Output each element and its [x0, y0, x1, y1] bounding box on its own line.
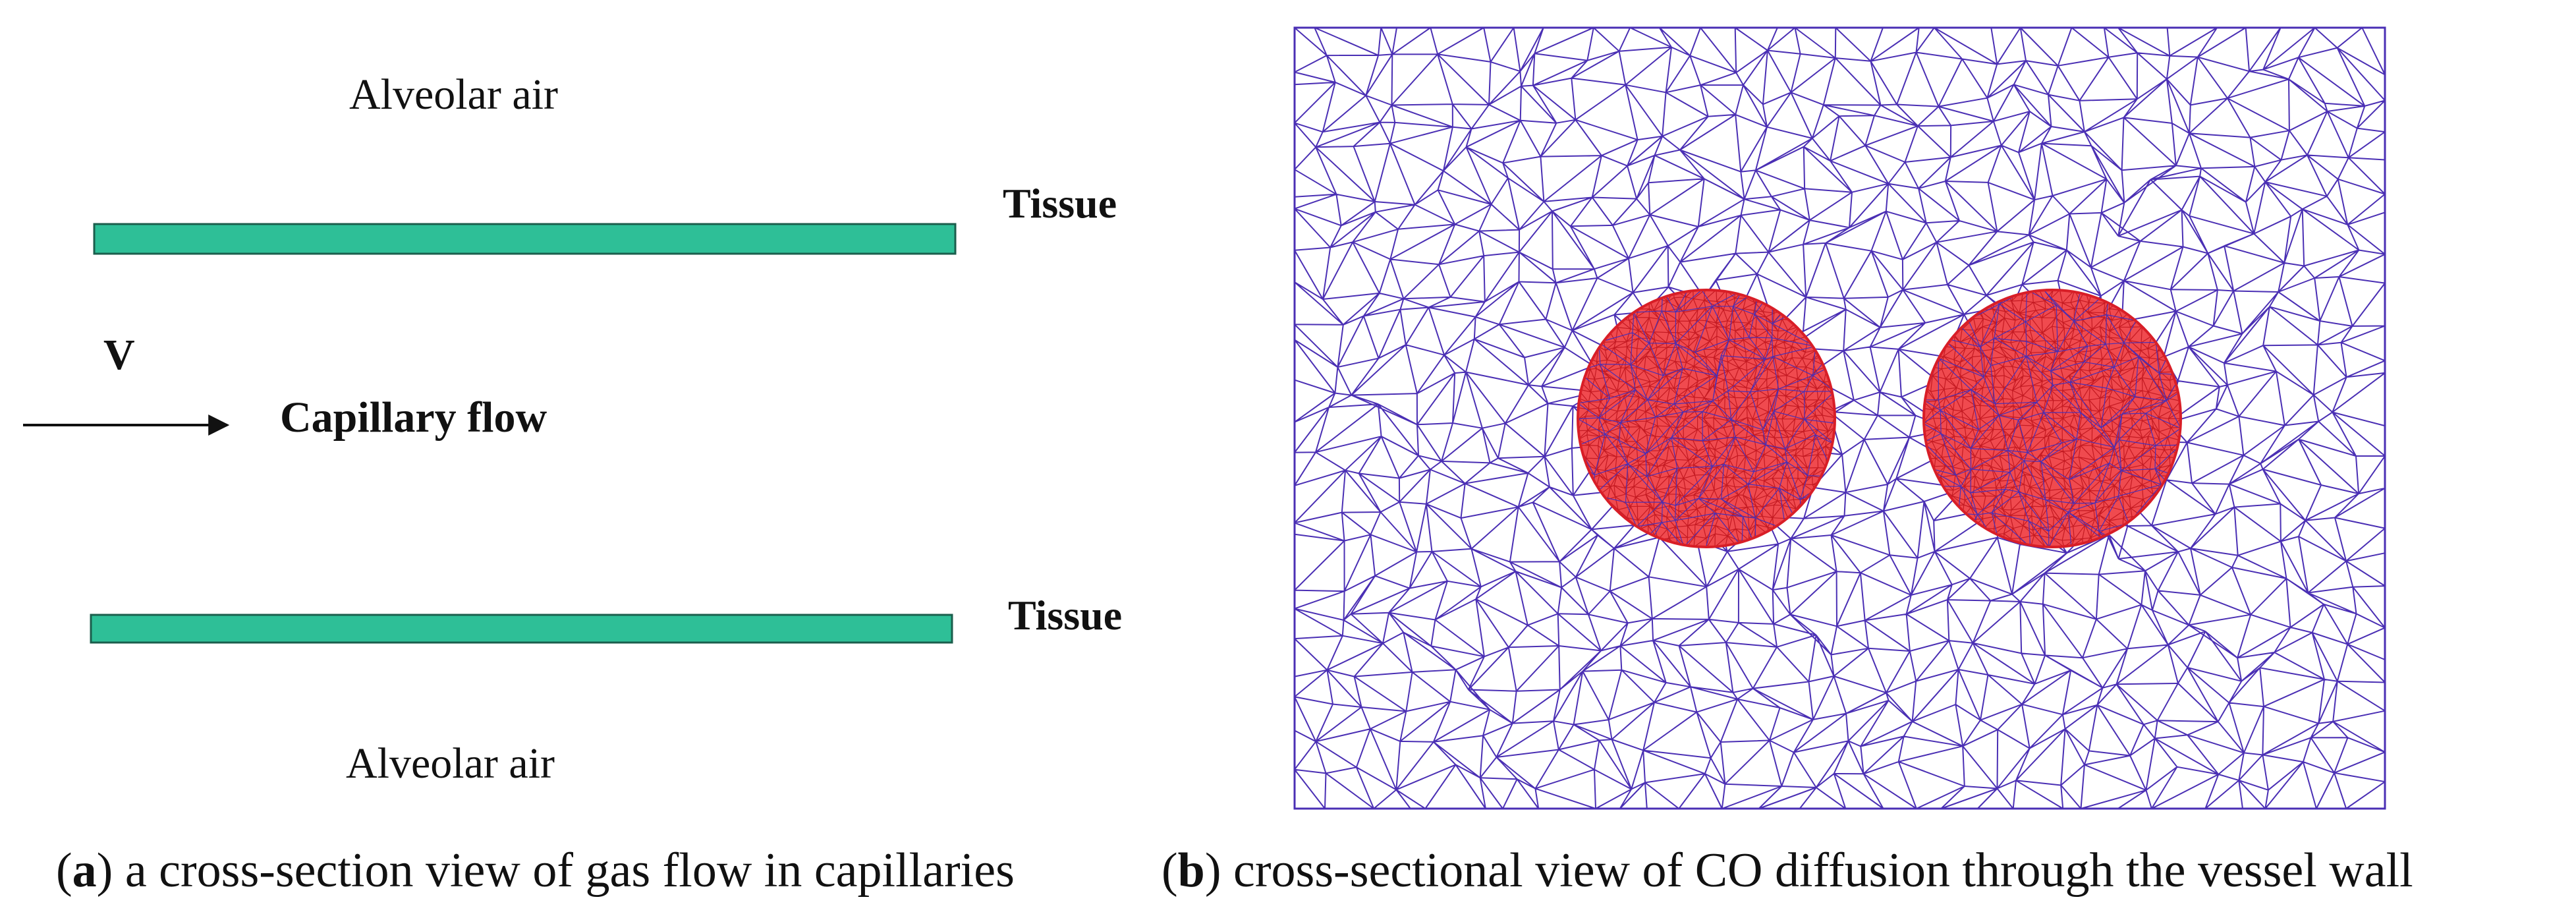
caption-a: (a) a cross-section view of gas flow in … — [56, 844, 1015, 898]
triangular-mesh — [1294, 27, 2386, 809]
caption-b-text: cross-sectional view of CO diffusion thr… — [1233, 844, 2413, 898]
red-blood-cell-right — [1922, 289, 2182, 548]
panel-b — [1293, 26, 2386, 810]
panel-a: Alveolar air Tissue V Capillary flow Tis… — [23, 71, 1122, 788]
tissue-bottom-label: Tissue — [1008, 592, 1122, 639]
red-blood-cell-left — [1577, 289, 1836, 548]
mesh-frame — [1293, 26, 2386, 810]
tissue-bottom-wall — [90, 614, 953, 644]
mesh-segment-group — [1294, 27, 2386, 809]
caption-b: (b) cross-sectional view of CO diffusion… — [1162, 844, 2413, 898]
caption-a-letter: a — [72, 844, 97, 898]
caption-a-text: a cross-section view of gas flow in capi… — [125, 844, 1015, 898]
caption-b-letter: b — [1178, 844, 1205, 898]
velocity-label: V — [103, 331, 135, 379]
alveolar-air-top-label: Alveolar air — [349, 71, 558, 119]
tissue-top-label: Tissue — [1003, 180, 1117, 227]
alveolar-air-bottom-label: Alveolar air — [346, 739, 555, 788]
tissue-top-wall — [93, 223, 957, 255]
capillary-flow-label: Capillary flow — [280, 393, 547, 442]
